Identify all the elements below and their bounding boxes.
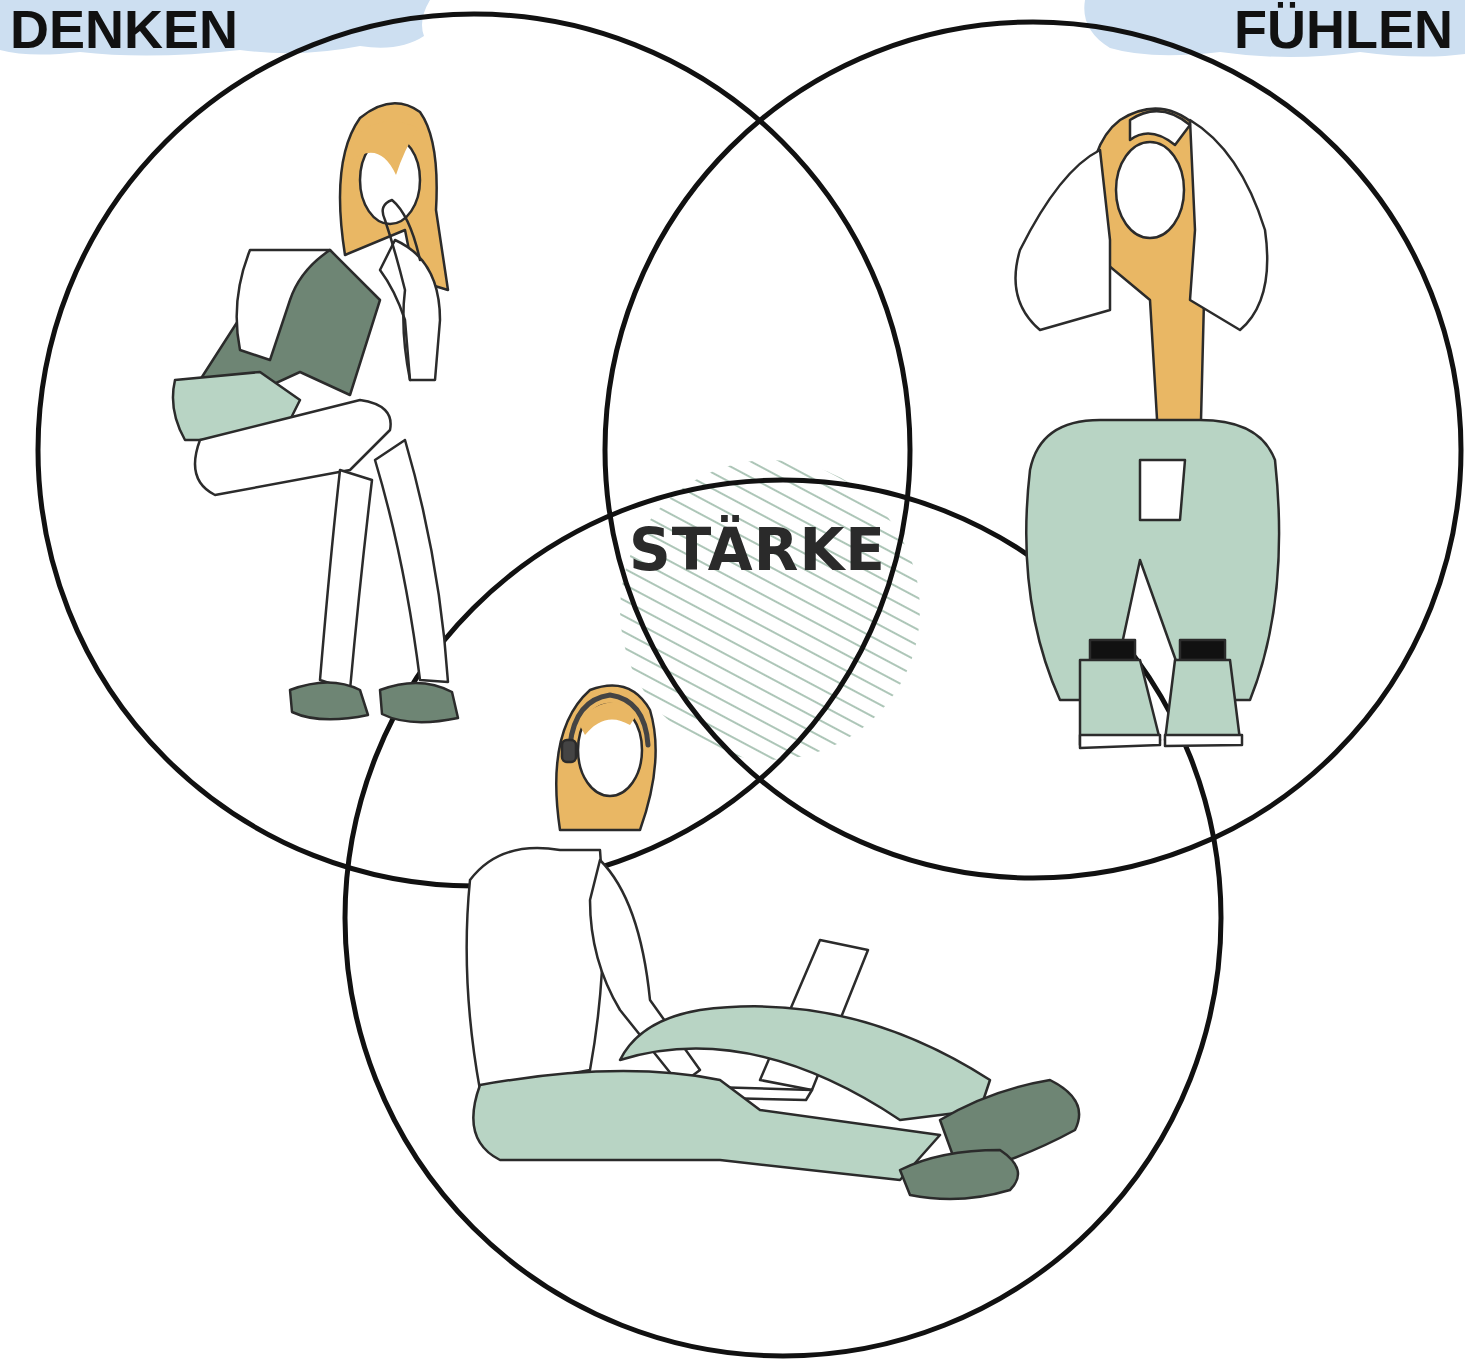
venn-circle xyxy=(38,14,1461,1356)
thinking-figure-part xyxy=(290,683,368,720)
feeling-figure-part xyxy=(1190,120,1267,330)
acting-figure-part xyxy=(556,686,655,831)
feeling-figure-part xyxy=(1090,640,1135,660)
acting-figure-part xyxy=(570,695,648,745)
thinking-figure-part xyxy=(237,250,330,360)
acting-figure-part xyxy=(620,1006,990,1120)
hatch-patch xyxy=(620,460,920,760)
center-label: STÄRKE xyxy=(629,521,886,579)
feeling-figure-part xyxy=(1080,660,1160,745)
thinking-figure xyxy=(173,103,458,722)
feeling-figure-part xyxy=(1130,111,1190,145)
thinking-figure-part xyxy=(383,200,420,380)
feeling-figure xyxy=(1016,109,1280,748)
acting-figure-part xyxy=(900,1150,1018,1199)
feeling-figure-part xyxy=(1080,735,1160,748)
feeling-figure-part xyxy=(1180,640,1225,660)
feeling-figure-part xyxy=(1165,660,1240,740)
hatch-patch-part xyxy=(620,460,920,760)
thinking-figure-part xyxy=(352,121,418,175)
thinking-figure-part xyxy=(380,683,458,722)
thinking-figure-part xyxy=(380,240,440,380)
feeling-figure-part xyxy=(1116,142,1184,238)
feeling-figure-part xyxy=(1140,460,1185,520)
acting-figure-part xyxy=(467,848,604,1090)
thinking-figure-part xyxy=(320,470,372,690)
venn-circle-part xyxy=(605,22,1461,878)
thinking-figure-part xyxy=(200,250,380,395)
label-patch-part xyxy=(1084,0,1465,57)
acting-figure xyxy=(467,686,1079,1200)
feeling-figure-part xyxy=(1026,420,1279,700)
circle-heading: FÜHLEN xyxy=(1234,2,1453,56)
feeling-figure-part xyxy=(1165,735,1242,746)
circle-heading-wrap: DENKEN xyxy=(10,2,238,56)
thinking-figure-part xyxy=(375,440,448,682)
circle-heading: DENKEN xyxy=(10,2,238,56)
label-patch xyxy=(0,0,1465,57)
venn-circle-part xyxy=(38,14,910,886)
acting-figure-part xyxy=(562,740,576,762)
feeling-figure-part xyxy=(1016,150,1111,330)
center-label-wrap: STÄRKE xyxy=(629,521,886,579)
circle-heading-wrap: FÜHLEN xyxy=(1234,2,1453,56)
